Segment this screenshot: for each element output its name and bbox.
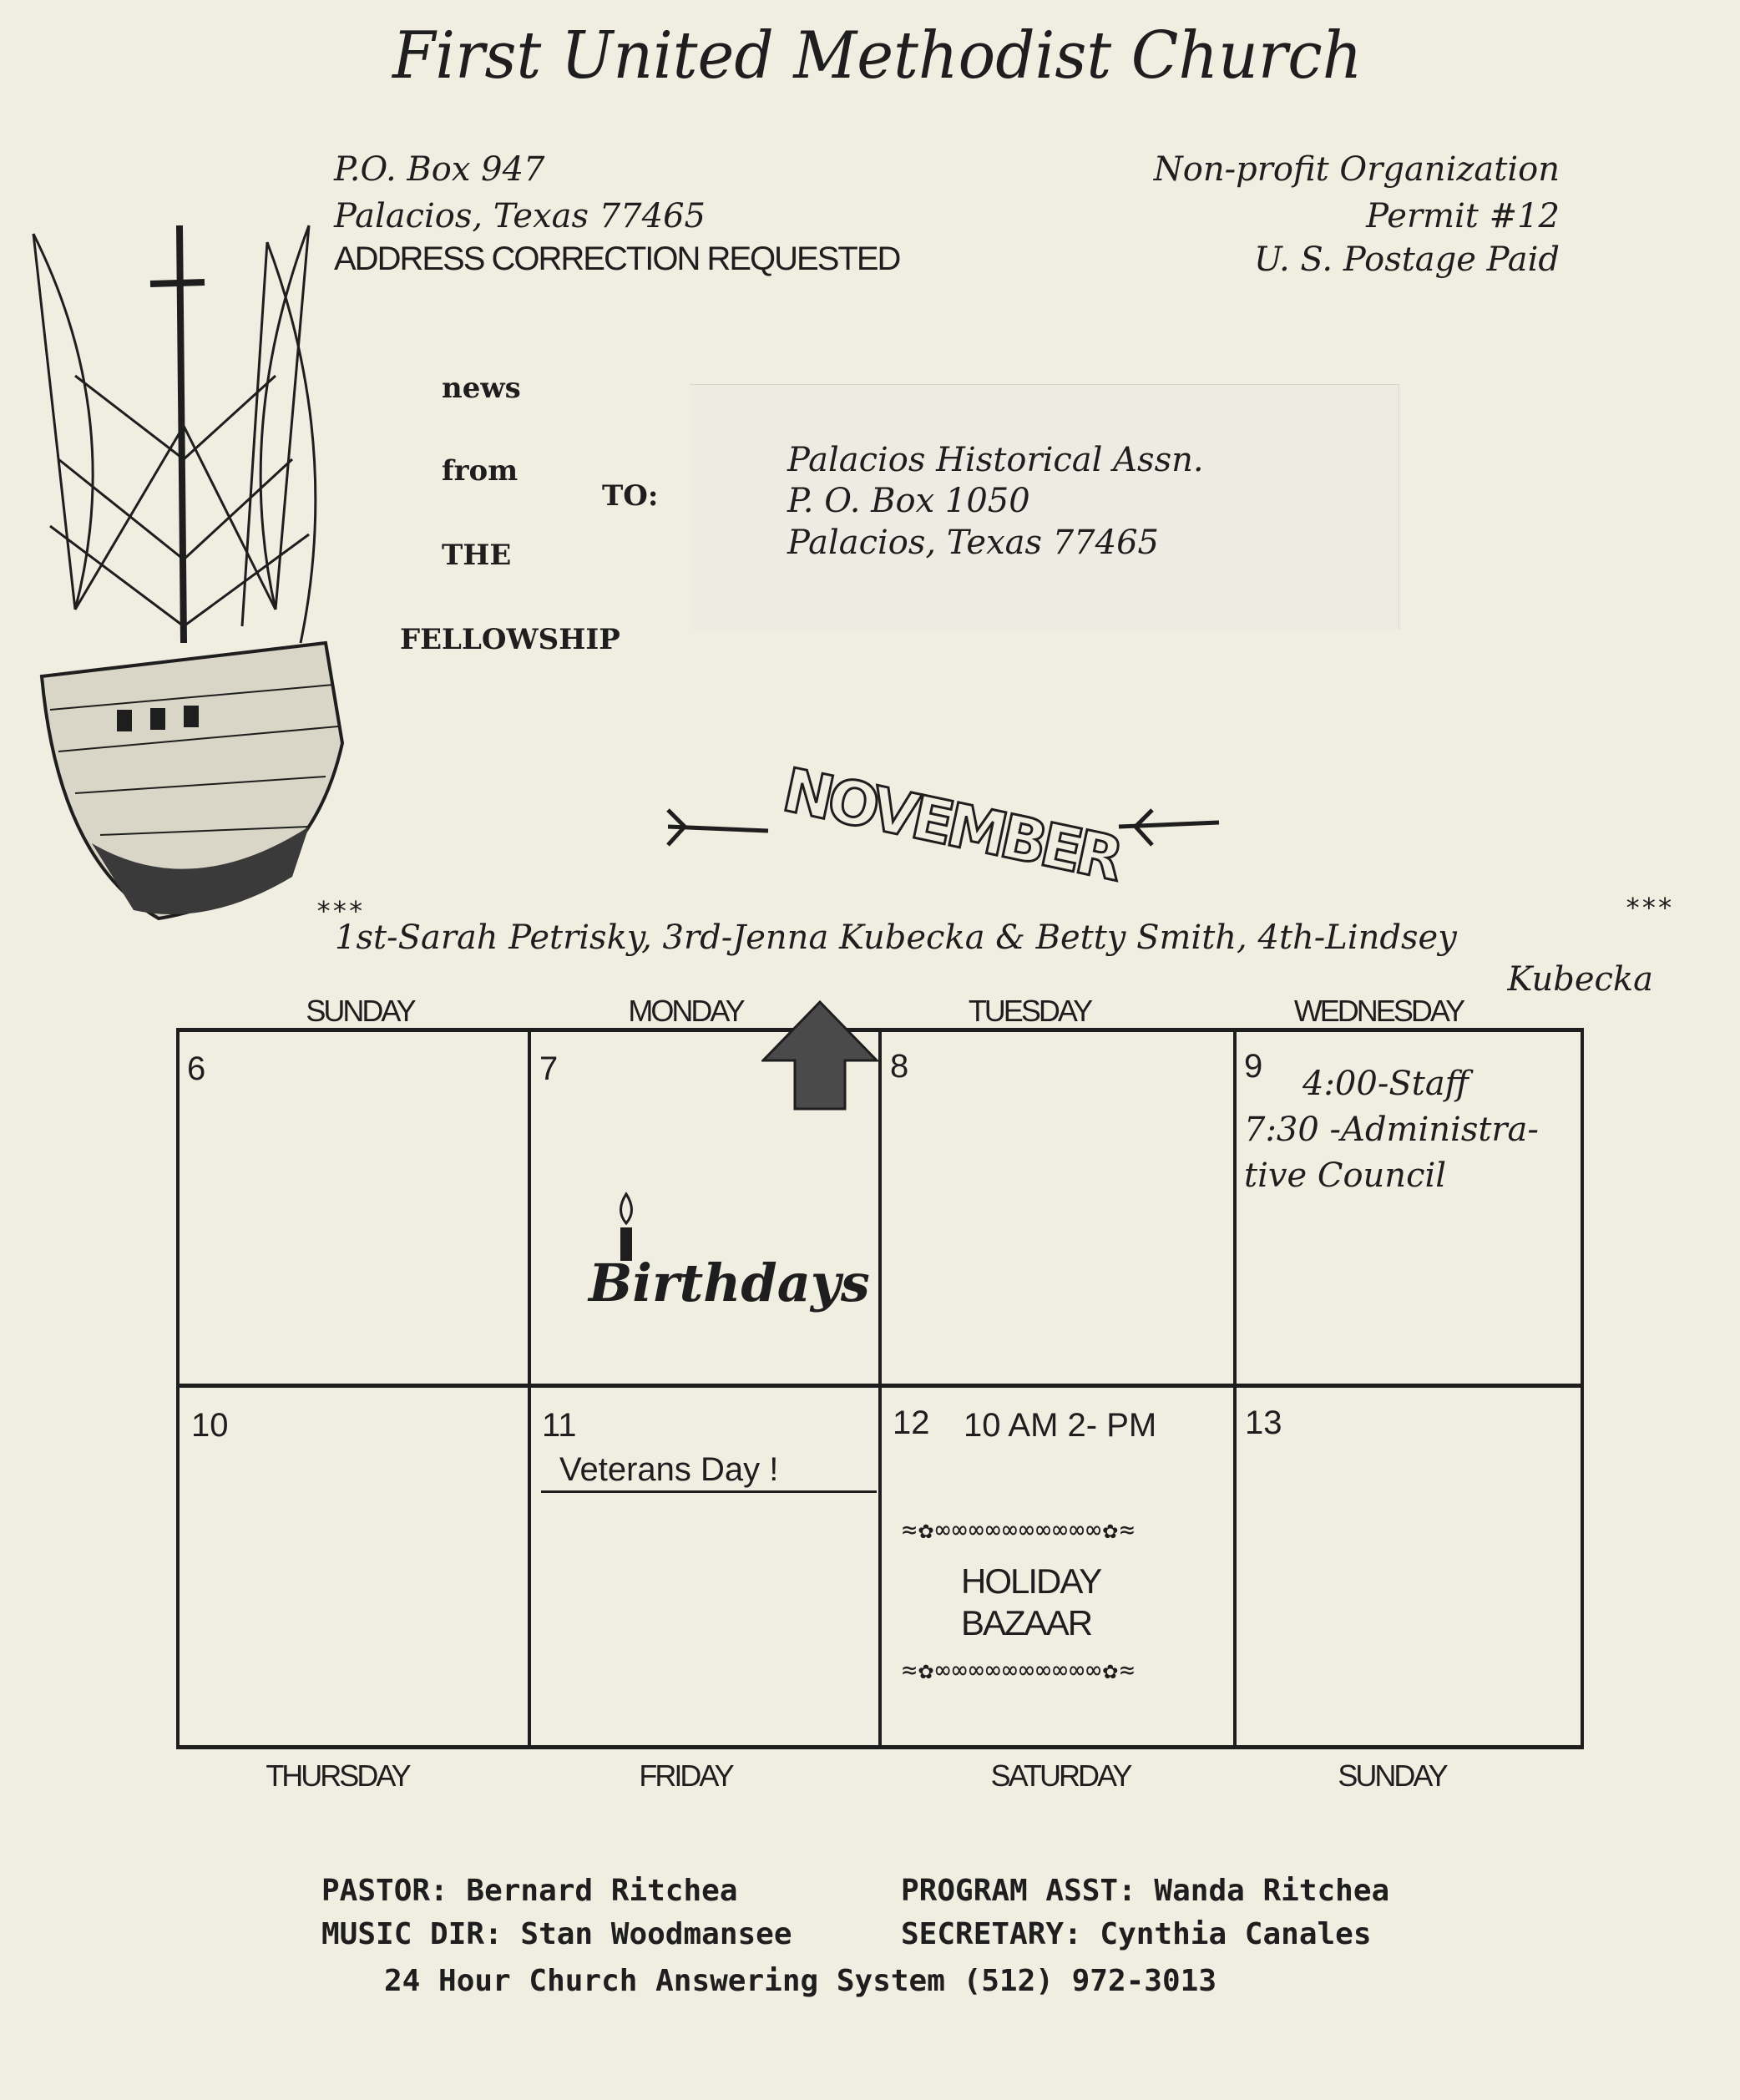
date-10: 10 [191, 1407, 229, 1444]
candle-icon [620, 1192, 633, 1261]
birthday-list: 1st-Sarah Petrisky, 3rd-Jenna Kubecka & … [335, 918, 1457, 957]
day-header-friday: FRIDAY [639, 1758, 734, 1793]
mailing-label [690, 384, 1399, 630]
birthdays-label: Birthdays [589, 1252, 870, 1313]
ship-illustration [32, 225, 345, 921]
november-banner-arrows [666, 808, 1220, 847]
recipient-line2: P. O. Box 1050 [787, 482, 1030, 520]
stars-right: *** [1625, 892, 1673, 923]
grid-col-line [528, 1028, 531, 1749]
masthead-from: from [442, 454, 518, 488]
day-header-monday: MONDAY [628, 994, 745, 1028]
staff-pastor: PASTOR: Bernard Ritchea [321, 1874, 738, 1908]
grid-col-line [878, 1028, 882, 1749]
event-holiday: HOLIDAY [961, 1561, 1102, 1601]
up-arrow-icon [761, 1000, 878, 1111]
ornament-bottom-icon: ≈✿∞∞∞∞∞∞∞∞∞∞✿≈ [902, 1656, 1136, 1685]
return-address-line1: P.O. Box 947 [334, 150, 545, 189]
day-header-tuesday: TUESDAY [968, 994, 1093, 1028]
day-header-saturday: SATURDAY [990, 1758, 1133, 1793]
masthead-fellowship: FELLOWSHIP [400, 623, 620, 656]
day-header-thursday: THURSDAY [266, 1758, 411, 1793]
staff-program-asst: PROGRAM ASST: Wanda Ritchea [901, 1874, 1390, 1908]
date-7: 7 [539, 1050, 559, 1087]
grid-col-line [176, 1028, 180, 1749]
event-admin: 7:30 -Administra- [1244, 1111, 1539, 1149]
birthday-list-cont: Kubecka [1507, 960, 1653, 999]
to-label: TO: [602, 479, 659, 513]
address-correction: ADDRESS CORRECTION REQUESTED [334, 240, 901, 277]
masthead-news: news [442, 372, 521, 405]
event-veterans-day: Veterans Day ! [559, 1451, 779, 1488]
postage-line2: Permit #12 [1366, 197, 1560, 235]
postage-line3: U. S. Postage Paid [1253, 240, 1560, 279]
staff-secretary: SECRETARY: Cynthia Canales [901, 1917, 1372, 1951]
date-11: 11 [542, 1407, 577, 1444]
ornament-top-icon: ≈✿∞∞∞∞∞∞∞∞∞∞✿≈ [902, 1516, 1136, 1545]
date-9: 9 [1244, 1048, 1263, 1085]
grid-col-line [1581, 1028, 1584, 1749]
grid-col-line [1233, 1028, 1237, 1749]
return-address-line2: Palacios, Texas 77465 [334, 197, 706, 235]
church-title: First United Methodist Church [392, 18, 1363, 94]
day-header-sunday: SUNDAY [306, 994, 416, 1028]
day-header-wednesday: WEDNESDAY [1293, 994, 1465, 1028]
masthead-the: THE [442, 539, 512, 572]
staff-music-dir: MUSIC DIR: Stan Woodmansee [321, 1917, 792, 1951]
date-8: 8 [890, 1048, 909, 1085]
event-bazaar-time: 10 AM 2- PM [964, 1407, 1157, 1444]
postage-line1: Non-profit Organization [1153, 150, 1560, 189]
answering-system: 24 Hour Church Answering System (512) 97… [384, 1964, 1216, 1998]
date-6: 6 [187, 1050, 206, 1087]
recipient-line3: Palacios, Texas 77465 [787, 524, 1159, 562]
stars-left: *** [316, 895, 364, 927]
event-bazaar: BAZAAR [961, 1603, 1093, 1642]
veterans-underline [541, 1490, 877, 1493]
recipient-line1: Palacios Historical Assn. [787, 441, 1204, 479]
event-staff: 4:00-Staff [1302, 1065, 1469, 1103]
event-admin-cont: tive Council [1244, 1156, 1447, 1195]
date-12: 12 [893, 1404, 930, 1441]
day-header-sunday-2: SUNDAY [1338, 1758, 1448, 1793]
date-13: 13 [1245, 1404, 1282, 1441]
